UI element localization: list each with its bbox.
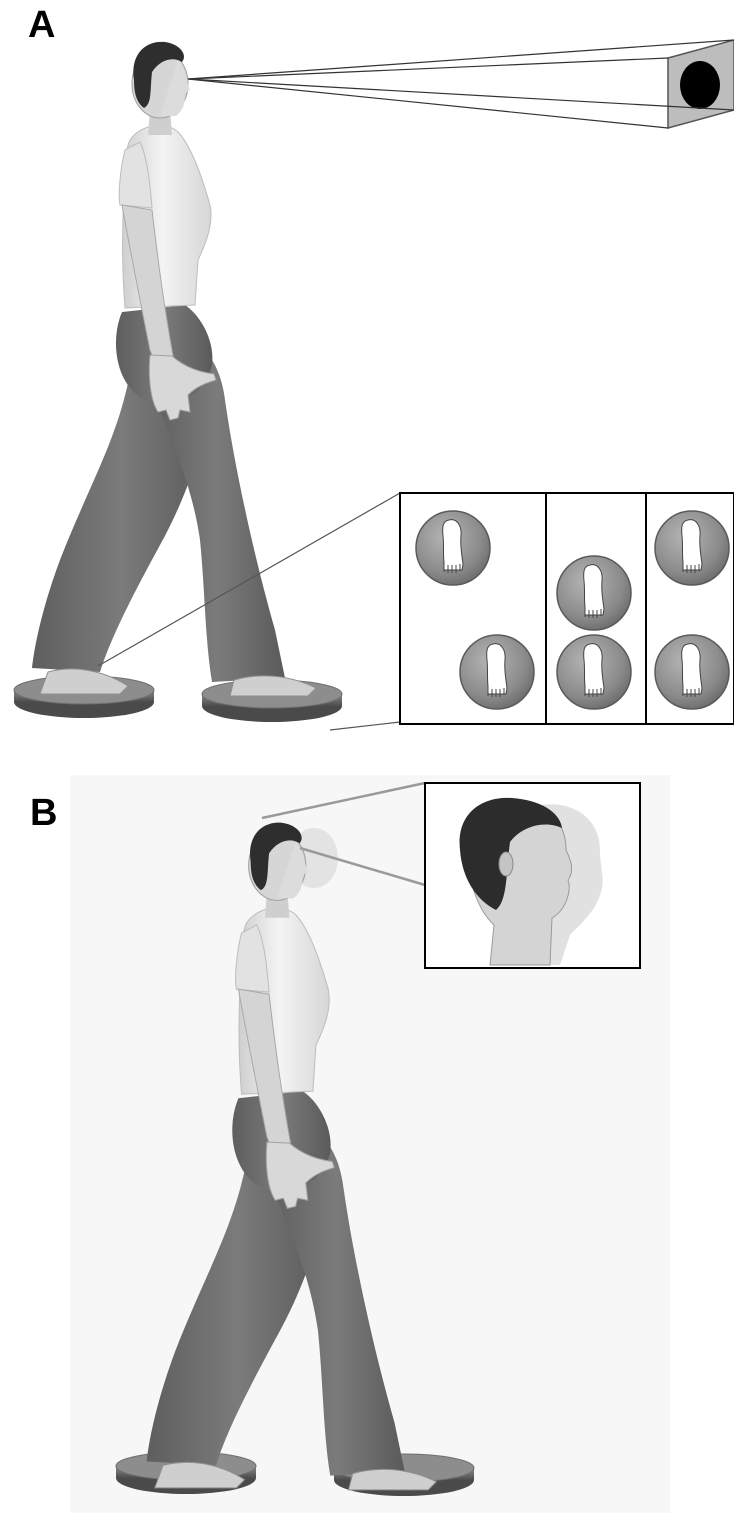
panel-a [14, 40, 734, 730]
foot-outline-icon [655, 635, 729, 709]
foot-outline-icon [416, 511, 490, 585]
black-dot-target-icon [668, 40, 734, 128]
gaze-lines [188, 40, 734, 128]
foot-placement-inset [400, 493, 734, 724]
walking-figure-a [32, 42, 316, 696]
foot-outline-icon [655, 511, 729, 585]
foot-outline-icon [557, 556, 631, 630]
panel-b [70, 775, 670, 1513]
foot-outline-icon [557, 635, 631, 709]
foot-outline-icon [460, 635, 534, 709]
head-position-inset [425, 783, 640, 968]
